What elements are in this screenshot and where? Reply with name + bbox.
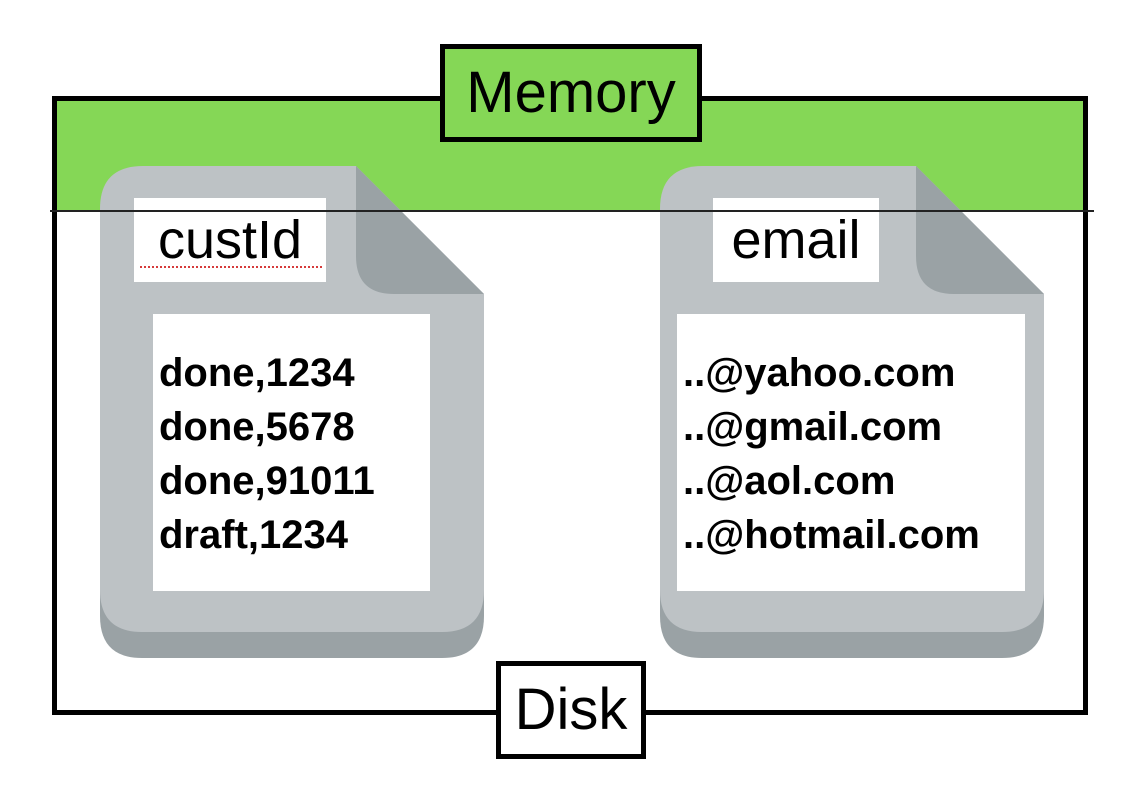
file-title-text: email (731, 210, 861, 270)
file-title-text: custId (157, 210, 303, 270)
file-line: done,1234 (159, 351, 355, 395)
file-line: draft,1234 (159, 513, 348, 557)
file-icon-email: email ..@yahoo.com ..@gmail.com ..@aol.c… (658, 166, 1046, 660)
disk-label: Disk (496, 661, 646, 759)
memory-label-text: Memory (466, 60, 676, 125)
file-content: done,1234 done,5678 done,91011 draft,123… (153, 314, 430, 591)
spellcheck-underline (140, 266, 322, 268)
file-title: email (713, 198, 879, 282)
disk-label-text: Disk (514, 677, 628, 742)
memory-boundary-line (50, 210, 1094, 212)
file-line: ..@yahoo.com (683, 351, 956, 395)
file-title: custId (134, 198, 326, 282)
file-icon-custid: custId done,1234 done,5678 done,91011 dr… (98, 166, 486, 660)
file-line: done,91011 (159, 459, 375, 503)
file-line: ..@aol.com (683, 459, 896, 503)
file-content: ..@yahoo.com ..@gmail.com ..@aol.com ..@… (677, 314, 1025, 591)
memory-label: Memory (440, 44, 702, 142)
file-line: ..@gmail.com (683, 405, 943, 449)
file-line: ..@hotmail.com (683, 513, 980, 557)
file-line: done,5678 (159, 405, 355, 449)
